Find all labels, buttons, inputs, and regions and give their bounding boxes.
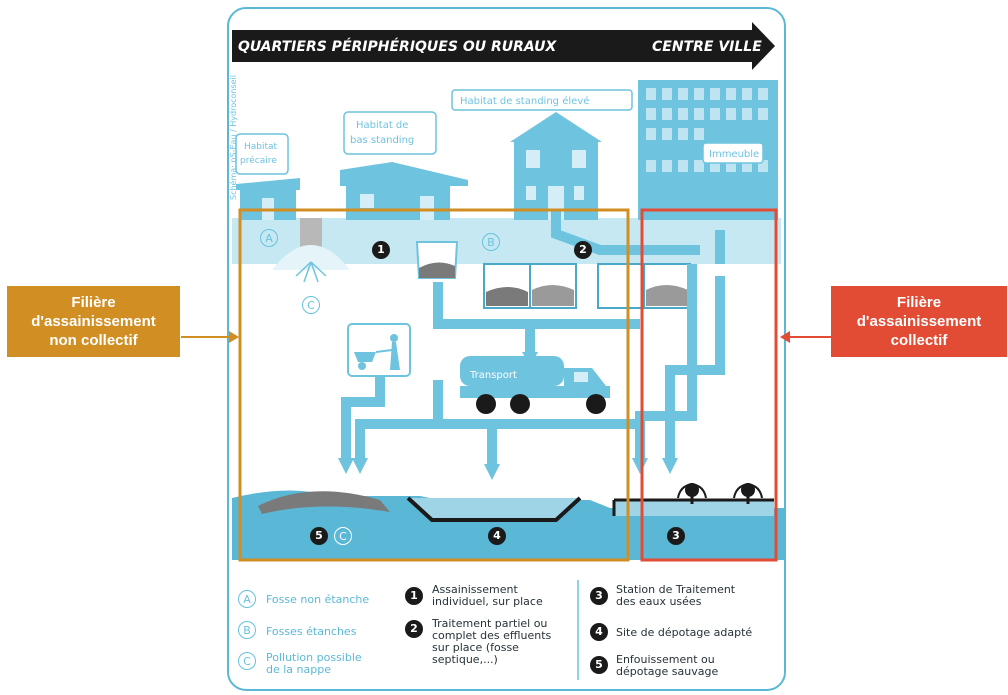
- legend-marker-4: 4: [590, 623, 608, 641]
- legend-marker-2: 2: [405, 620, 423, 638]
- legend-a: Fosse non étanche: [266, 593, 370, 606]
- septic-tank-2: [597, 263, 691, 309]
- banner-arrow: [232, 22, 775, 70]
- bas-standing-label-1: Habitat de: [356, 120, 408, 131]
- precaire-label-box: [235, 133, 289, 175]
- banner-right-text: CENTRE VILLE: [652, 39, 762, 55]
- marker-5: 5: [310, 527, 328, 545]
- marker-1: 1: [372, 241, 390, 259]
- marker-4: 4: [488, 527, 506, 545]
- legend-4: Site de dépotage adapté: [616, 626, 753, 639]
- standing-eleve-house: [510, 112, 602, 220]
- legend-3-1: Station de Traitement: [616, 583, 736, 596]
- precaire-house: [236, 178, 300, 220]
- legend-3-2: des eaux usées: [616, 595, 702, 608]
- pit-a: [272, 218, 350, 283]
- marker-c: C: [302, 296, 320, 314]
- label-collectif-line-2: d'assainissement: [856, 313, 982, 330]
- septic-tank-1: [483, 263, 577, 309]
- legend-5-2: dépotage sauvage: [616, 665, 719, 678]
- legend-marker-5: 5: [590, 656, 608, 674]
- bas-standing-label-2: bas standing: [350, 135, 414, 146]
- label-non-collectif-line-3: non collectif: [49, 332, 138, 349]
- fosse-bas-standing: [415, 241, 459, 279]
- legend-b: Fosses étanches: [266, 625, 357, 638]
- legend-1-2: individuel, sur place: [432, 595, 543, 608]
- legend-2-1: Traitement partiel ou: [432, 617, 548, 630]
- legend-c-2: de la nappe: [266, 663, 331, 676]
- marker-b: B: [482, 233, 500, 251]
- truck-icon: [460, 356, 610, 414]
- legend-marker-b: B: [238, 621, 256, 639]
- standing-eleve-label: Habitat de standing élevé: [460, 95, 589, 107]
- label-non-collectif-line-2: d'assainissement: [31, 313, 156, 330]
- marker-a: A: [260, 229, 278, 247]
- precaire-label-1: Habitat: [244, 142, 278, 152]
- connector-left-arrow: [229, 331, 239, 343]
- legend-marker-c: C: [238, 652, 256, 670]
- marker-3: 3: [667, 527, 685, 545]
- label-collectif-line-1: Filière: [896, 294, 942, 311]
- non-collective-box: [238, 208, 630, 562]
- legend-marker-3: 3: [590, 587, 608, 605]
- legend-marker-1: 1: [405, 587, 423, 605]
- credit-text: Schéma: pS-Eau / Hydroconseil: [228, 75, 238, 200]
- standing-eleve-label-box: [451, 89, 633, 111]
- legend-5-1: Enfouissement ou: [616, 653, 715, 666]
- treatment-station: [612, 483, 774, 516]
- precaire-label-2: précaire: [240, 155, 277, 166]
- wheelbarrow-icon: [347, 323, 411, 377]
- legend-2-4: septique,...): [432, 653, 498, 666]
- banner-left-text: QUARTIERS PÉRIPHÉRIQUES OU RURAUX: [238, 38, 557, 55]
- depotage-site: [406, 496, 582, 522]
- legend-marker-a: A: [238, 590, 256, 608]
- marker-c-bottom: C: [334, 527, 352, 545]
- label-collectif-line-3: collectif: [890, 332, 948, 349]
- marker-2: 2: [574, 241, 592, 259]
- immeuble-label: Immeuble: [709, 149, 759, 160]
- collective-box: [640, 208, 778, 562]
- connector-right-arrow: [780, 331, 790, 343]
- label-collectif: Filière d'assainissement collectif: [831, 286, 1007, 357]
- legend-1-1: Assainissement: [432, 583, 518, 596]
- label-non-collectif: Filière d'assainissement non collectif: [7, 286, 180, 357]
- legend-2-3: sur place (fosse: [432, 641, 519, 654]
- immeuble-label-box: [702, 142, 764, 164]
- label-non-collectif-line-1: Filière: [71, 294, 116, 311]
- bas-standing-label-box: [343, 111, 437, 155]
- legend-2-2: complet des effluents: [432, 629, 552, 642]
- legend-c-1: Pollution possible: [266, 651, 362, 664]
- truck-label: Transport: [469, 370, 517, 381]
- sludge-mound: [258, 491, 390, 514]
- bas-standing-house: [340, 162, 468, 220]
